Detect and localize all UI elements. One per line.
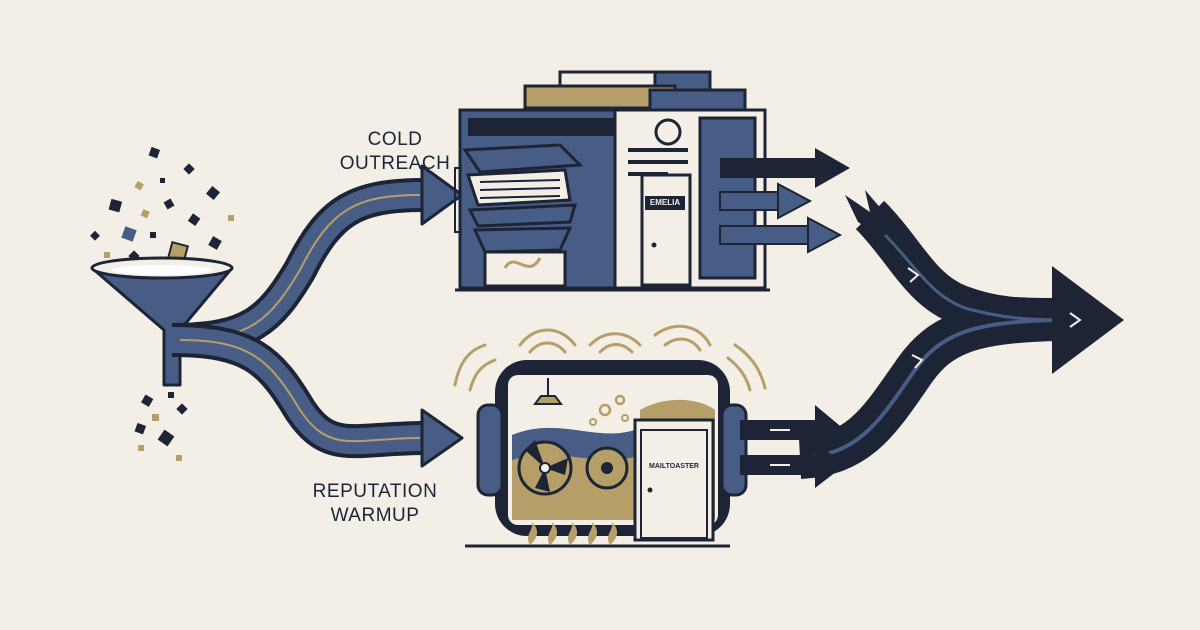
flame-icons [528, 522, 618, 545]
particle-cluster-bottom [134, 392, 188, 461]
building-icon [454, 70, 770, 292]
funnel-icon [90, 256, 234, 387]
signal-waves [453, 324, 767, 392]
arrow-icon [807, 216, 843, 254]
reputation-warmup-line1: REPUTATION [312, 481, 438, 502]
reputation-warmup-line2: WARMUP [330, 505, 420, 526]
machine-icon [453, 324, 767, 548]
machine-sign: MAILTOASTER [649, 463, 699, 470]
merge-arrow [798, 190, 1124, 479]
cold-outreach-line2: OUTREACH [339, 153, 451, 174]
split-arrow-paths [171, 164, 464, 468]
arrow-icon [420, 408, 464, 468]
particle-cluster-top [90, 146, 234, 265]
arrow-icon [815, 405, 845, 455]
machine-output-arrows [740, 405, 845, 488]
cold-outreach-label: COLD OUTREACH [335, 128, 455, 176]
arrow-icon [777, 182, 813, 220]
reputation-warmup-label: REPUTATION WARMUP [300, 480, 450, 528]
arrow-icon [1052, 266, 1124, 374]
building-sign: EMELIA [649, 198, 681, 207]
arrow-icon [420, 164, 464, 226]
arrow-icon [815, 148, 850, 188]
cold-outreach-line1: COLD [367, 129, 423, 150]
building-output-arrows [719, 148, 850, 254]
arrow-icon [815, 442, 845, 488]
